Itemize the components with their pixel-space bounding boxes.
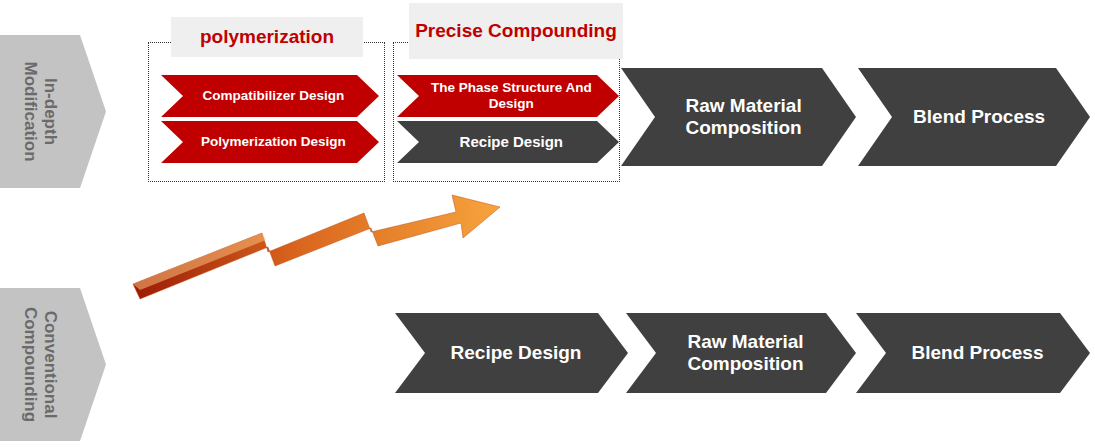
step-chevron: Raw Material Composition [626,313,856,393]
chevron-fill [161,121,379,163]
node-label: Precise Compounding [415,20,617,42]
label-area: Raw Material Composition [621,68,856,166]
stage-group: polymerizationCompatibilizer DesignPolym… [148,42,385,182]
node-label: Polymerization Design [201,134,346,150]
row-label-chevron: Conventional Compounding [0,288,106,441]
step-chevron: Recipe Design [395,313,628,393]
step-chevron: Blend Process [856,313,1090,393]
node-label: In-depth Modification [20,43,59,180]
node-label: Raw Material Composition [656,331,835,375]
label-area: Compatibilizer Design [161,75,379,117]
label-area: Conventional Compounding [0,288,106,441]
node-label: Blend Process [912,342,1044,364]
node-label: Recipe Design [460,133,563,150]
progress-zigzag-arrow [133,195,500,299]
label-area: Polymerization Design [161,121,379,163]
chevron-fill [626,313,856,393]
label-area: The Phase Structure And Design [397,75,619,117]
node-label: Compatibilizer Design [202,88,344,104]
group-header: Precise Compounding [409,3,623,59]
step-chevron: Compatibilizer Design [161,75,379,117]
node-label: Conventional Compounding [20,296,59,433]
chevron-fill [397,75,619,117]
node-label: Raw Material Composition [655,95,832,139]
chevron-fill [0,35,106,188]
label-area: In-depth Modification [0,35,106,188]
chevron-fill [621,68,856,166]
chevron-fill [856,313,1090,393]
step-chevron: Polymerization Design [161,121,379,163]
arrow-top-face [133,233,266,290]
step-chevron: Raw Material Composition [621,68,856,166]
group-header: polymerization [171,17,363,57]
label-area: Raw Material Composition [626,313,856,393]
step-chevron: Recipe Design [397,121,619,163]
step-chevron: The Phase Structure And Design [397,75,619,117]
chevron-fill [161,75,379,117]
node-label: The Phase Structure And Design [419,80,604,111]
node-label: Blend Process [913,106,1045,128]
node-label: Recipe Design [451,342,582,364]
chevron-fill [397,121,619,163]
chevron-fill [0,288,106,441]
chevron-fill [395,313,628,393]
stage-group: Precise CompoundingThe Phase Structure A… [393,42,620,182]
node-label: polymerization [200,26,334,48]
step-chevron: Blend Process [858,68,1090,166]
label-area: Recipe Design [395,313,628,393]
chevron-fill [858,68,1090,166]
row-label-chevron: In-depth Modification [0,35,106,188]
label-area: Recipe Design [397,121,619,163]
label-area: Blend Process [858,68,1090,166]
label-area: Blend Process [856,313,1090,393]
